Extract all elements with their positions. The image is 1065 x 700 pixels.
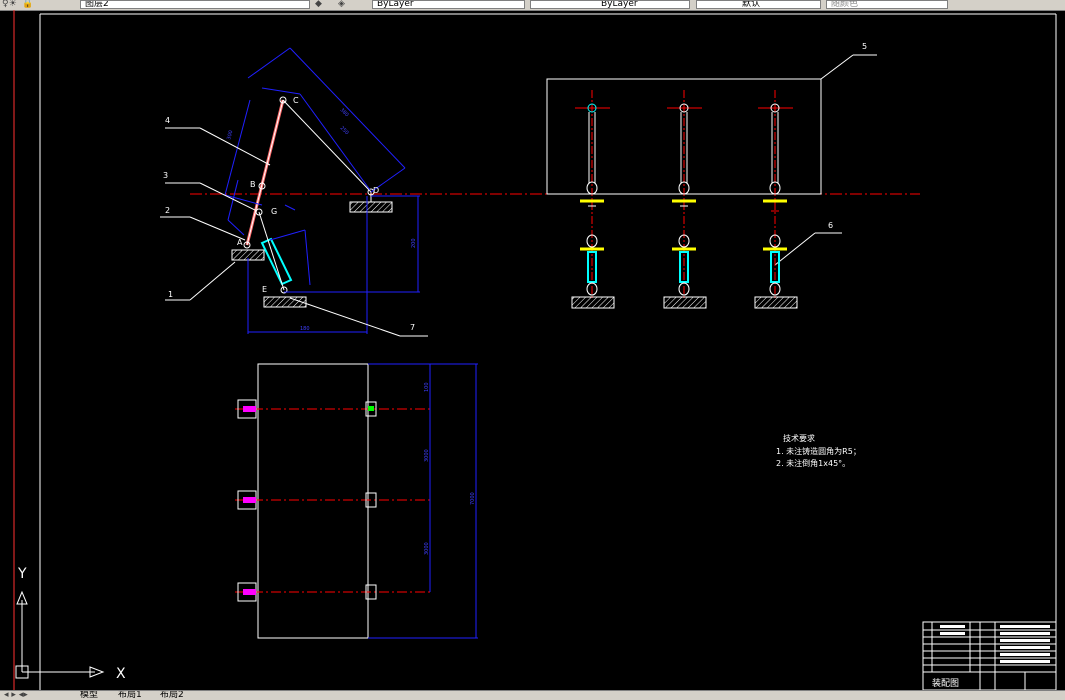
base-block-d	[349, 201, 393, 213]
column-1	[571, 90, 615, 309]
color-dropdown-value: ByLayer	[377, 0, 414, 9]
svg-text:3000: 3000	[424, 542, 430, 555]
ucs-icon: Y X	[15, 566, 126, 682]
point-label-a: A	[237, 238, 243, 247]
drawing-canvas[interactable]: 380 250 300 200 180 4 3 2 1 7 C B	[0, 10, 1065, 690]
notes-title: 技术要求	[783, 433, 815, 443]
svg-text:380: 380	[339, 107, 350, 118]
svg-text:3000: 3000	[424, 449, 430, 462]
lock-icon[interactable]: 🔒	[22, 0, 34, 9]
point-label-b: B	[250, 180, 256, 189]
column-3	[754, 90, 798, 309]
plotstyle-dropdown[interactable]: 随颜色	[826, 0, 948, 9]
svg-text:200: 200	[411, 238, 417, 248]
layer-previous-icon[interactable]: ◈	[338, 0, 345, 9]
properties-toolbar: ♀☀ 🔒 图层2 ◆ ◈ ByLayer ByLayer 默认 随颜色	[0, 0, 1065, 11]
tab-model[interactable]: 模型	[80, 690, 99, 700]
svg-text:7000: 7000	[470, 492, 476, 505]
tab-layout2[interactable]: 布局2	[160, 690, 184, 700]
linkage-view: 380 250 300 200 180 4 3 2 1 7 C B	[160, 47, 428, 337]
linetype-dropdown[interactable]: ByLayer	[530, 0, 690, 9]
titleblock-name: 装配图	[932, 677, 959, 689]
plan-view: 100 3000 3000 7000	[235, 363, 478, 639]
base-block-e	[263, 296, 307, 308]
ucs-x-label: X	[116, 666, 126, 682]
lineweight-dropdown-value: 默认	[742, 0, 761, 9]
layer-dropdown-value: 图层2	[85, 0, 109, 9]
notes-line-1: 1. 未注铸造圆角为R5；	[776, 446, 861, 456]
part-label-6: 6	[828, 221, 833, 230]
layout-tabs: ◂ ▸ ◂▸ 模型 布局1 布局2	[0, 690, 1065, 700]
part-label-1: 1	[168, 290, 173, 299]
front-view: 5 6	[546, 42, 877, 309]
svg-text:250: 250	[339, 125, 350, 136]
part-label-2: 2	[165, 206, 170, 215]
plotstyle-dropdown-value: 随颜色	[831, 0, 859, 9]
point-label-g: G	[271, 207, 277, 216]
point-label-c: C	[293, 96, 299, 105]
tab-layout1[interactable]: 布局1	[118, 690, 142, 700]
tab-nav-arrows[interactable]: ◂ ▸ ◂▸	[4, 690, 28, 700]
layer-dropdown[interactable]: 图层2	[80, 0, 310, 9]
part-label-4: 4	[165, 116, 170, 125]
color-dropdown[interactable]: ByLayer	[372, 0, 525, 9]
part-label-7: 7	[410, 323, 415, 332]
point-label-e: E	[262, 285, 267, 294]
svg-text:100: 100	[424, 382, 430, 392]
part-label-3: 3	[163, 171, 168, 180]
title-block: 装配图	[922, 621, 1057, 690]
notes-line-2: 2. 未注倒角1x45°。	[776, 458, 850, 468]
lineweight-dropdown[interactable]: 默认	[696, 0, 821, 9]
layer-state-icon[interactable]: ♀☀	[2, 0, 17, 9]
ucs-y-label: Y	[17, 566, 27, 582]
svg-text:300: 300	[226, 130, 234, 141]
column-2	[663, 90, 707, 309]
svg-text:180: 180	[300, 326, 310, 332]
technical-notes: 技术要求 1. 未注铸造圆角为R5； 2. 未注倒角1x45°。	[776, 433, 861, 468]
part-label-5: 5	[862, 42, 867, 51]
linetype-dropdown-value: ByLayer	[601, 0, 638, 9]
drawing-frame	[13, 10, 1057, 690]
point-label-d: D	[373, 186, 379, 195]
make-current-layer-icon[interactable]: ◆	[315, 0, 322, 9]
